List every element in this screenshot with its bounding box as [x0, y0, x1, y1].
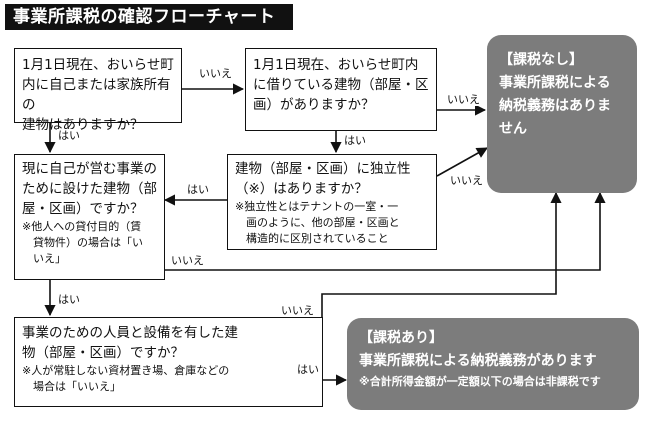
edge-label-no: いいえ — [449, 174, 484, 187]
question-note: いえ」 — [33, 252, 66, 265]
question-staff-and-equipment: 事業のための人員と設備を有した建 物（部屋・区画）ですか？ ※人が常駐しない資材… — [14, 317, 323, 407]
question-rented-building: 1月1日現在、おいらせ町内 に借りている建物（部屋・区 画）がありますか？ — [245, 48, 437, 131]
question-independence: 建物（部屋・区画）に独立性 （※）はありますか？ ※独立性とはテナントの一室・一… — [227, 154, 437, 250]
edge-q5-none — [321, 191, 562, 320]
edge-q4-none — [165, 191, 606, 271]
edge-q3-none — [436, 147, 488, 177]
question-line: 現に自己が営む事業の — [22, 161, 157, 177]
result-line: 納税義務はありま — [499, 98, 611, 114]
question-note: 貸物件）の場合は「い — [33, 236, 143, 249]
question-own-building: 1月1日現在、おいらせ町 内に自己または家族所有の 建物はありますか？ — [14, 48, 182, 133]
result-taxed: 【課税あり】 事業所課税による納税義務があります ※合計所得金額が一定額以下の場… — [347, 318, 639, 410]
question-line: 1月1日現在、おいらせ町内 — [253, 57, 419, 73]
edge-label-no: いいえ — [280, 304, 315, 317]
question-note: ※独立性とはテナントの一室・一 — [235, 200, 399, 213]
question-note: 構造的に区別されていること — [246, 232, 389, 245]
edge-label-yes: はい — [296, 363, 320, 376]
question-line: ために設けた建物（部 — [22, 181, 157, 197]
question-line: に借りている建物（部屋・区 — [253, 77, 429, 93]
result-line: せん — [499, 121, 527, 137]
result-heading: 【課税あり】 — [359, 330, 443, 346]
edge-label-no: いいえ — [198, 67, 233, 80]
page-title: 事業所課税の確認フローチャート — [5, 4, 293, 30]
result-heading: 【課税なし】 — [499, 52, 583, 68]
edge-label-yes: はい — [57, 293, 81, 306]
result-note: ※合計所得金額が一定額以下の場合は非課税です — [359, 375, 601, 388]
question-line: （※）はありますか？ — [235, 181, 368, 197]
edge-label-no: いいえ — [170, 254, 205, 267]
edge-label-yes: はい — [57, 129, 81, 142]
question-line: 内に自己または家族所有の — [22, 77, 171, 113]
question-note: ※他人への貸付目的（賃 — [22, 220, 142, 233]
result-body: 事業所課税による納税義務があります — [359, 353, 597, 369]
result-not-taxed: 【課税なし】 事業所課税による 納税義務はありま せん — [487, 35, 637, 193]
question-line: 屋・区画）ですか？ — [22, 201, 144, 217]
edge-label-yes: はい — [186, 183, 210, 196]
question-note: 場合は「いいえ」 — [33, 380, 121, 393]
edge-label-yes: はい — [343, 134, 367, 147]
edge-label-no: いいえ — [446, 93, 481, 106]
question-line: 建物（部屋・区画）に独立性 — [235, 161, 411, 177]
question-line: 事業のための人員と設備を有した建 — [22, 325, 238, 341]
question-line: 画）がありますか？ — [253, 97, 375, 113]
question-line: 1月1日現在、おいらせ町 — [22, 57, 174, 73]
result-line: 事業所課税による — [499, 75, 611, 91]
question-note: 画のように、他の部屋・区画と — [246, 216, 400, 229]
question-own-business-use: 現に自己が営む事業の ために設けた建物（部 屋・区画）ですか？ ※他人への貸付目… — [14, 154, 165, 280]
question-note: ※人が常駐しない資材置き場、倉庫などの — [22, 364, 230, 377]
question-line: 建物はありますか？ — [22, 117, 144, 133]
question-line: 物（部屋・区画）ですか？ — [22, 345, 184, 361]
